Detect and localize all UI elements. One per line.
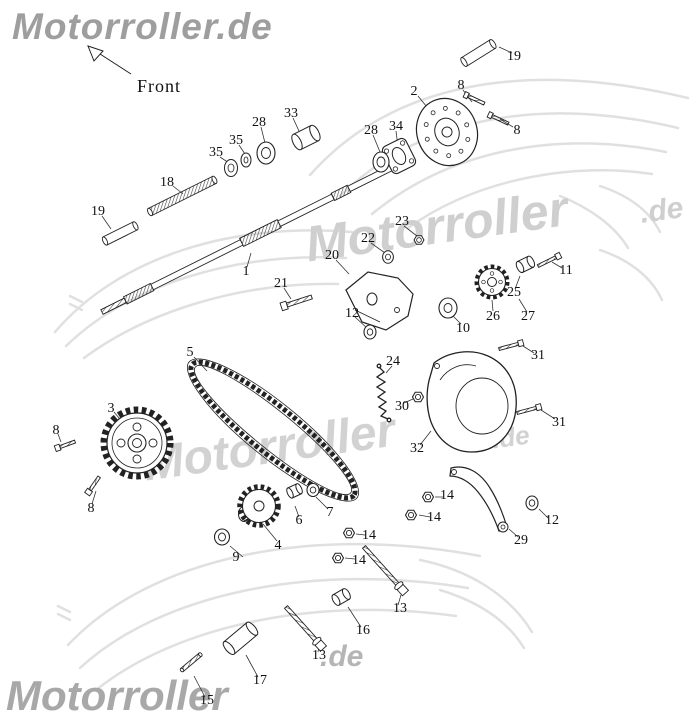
- bolt-8-lower-left: [84, 475, 102, 497]
- bearing-10: [438, 297, 458, 319]
- stud-15: [179, 652, 203, 673]
- bolt-21: [279, 294, 313, 312]
- washer-35a: [240, 152, 252, 168]
- screw-31-upper: [498, 339, 525, 352]
- bolt-11: [536, 251, 563, 268]
- nut-30: [411, 391, 425, 403]
- spacer-16: [331, 588, 351, 606]
- spacer-pin-top-right: [460, 39, 497, 67]
- nut-14a: [421, 491, 435, 503]
- tube-17: [222, 621, 259, 656]
- bearing-left: [256, 141, 276, 165]
- washer-7: [306, 482, 320, 498]
- brake-disc: [415, 97, 479, 167]
- spacer-pin-left: [101, 221, 139, 246]
- washer-35b: [224, 159, 238, 177]
- bolt-13-left: [283, 605, 328, 652]
- bearing-right: [372, 151, 390, 173]
- spacer-tube: [291, 124, 321, 151]
- splined-rod: [147, 175, 218, 217]
- axle-shaft: [100, 161, 401, 315]
- nut-14d: [331, 552, 345, 564]
- chain-guard-cover: [426, 351, 517, 453]
- screw-8-top: [462, 90, 486, 106]
- engine-bracket: [345, 271, 414, 331]
- sleeve-6: [286, 483, 303, 499]
- bolt-8-upper-left: [53, 439, 77, 453]
- bolt-13-right: [361, 545, 410, 597]
- front-arrow: [87, 45, 132, 75]
- lever-arm: [449, 466, 509, 533]
- nut-14c: [342, 527, 356, 539]
- front-sprocket: [237, 484, 281, 528]
- washer-12b: [525, 495, 539, 511]
- washer-12a: [363, 324, 377, 340]
- ring-9: [213, 528, 231, 546]
- nut-14b: [404, 509, 418, 521]
- leader-lines: [57, 46, 563, 698]
- small-sprocket-26: [474, 264, 510, 300]
- nut-23: [413, 235, 425, 245]
- washer-22: [382, 250, 394, 264]
- screw-31-lower: [516, 403, 543, 416]
- watermark-top-left: Motorroller.de: [12, 6, 273, 47]
- spacer-25: [515, 255, 536, 274]
- watermark-de-bottom: .de: [320, 640, 364, 673]
- tension-spring: [375, 363, 392, 423]
- watermark-brand-bottom: Motorroller: [6, 672, 228, 719]
- bearing-flange: [381, 137, 417, 175]
- front-label: Front: [137, 76, 182, 96]
- rear-sprocket: [100, 406, 174, 480]
- screw-8-right: [486, 110, 510, 126]
- drive-chain: [186, 358, 360, 502]
